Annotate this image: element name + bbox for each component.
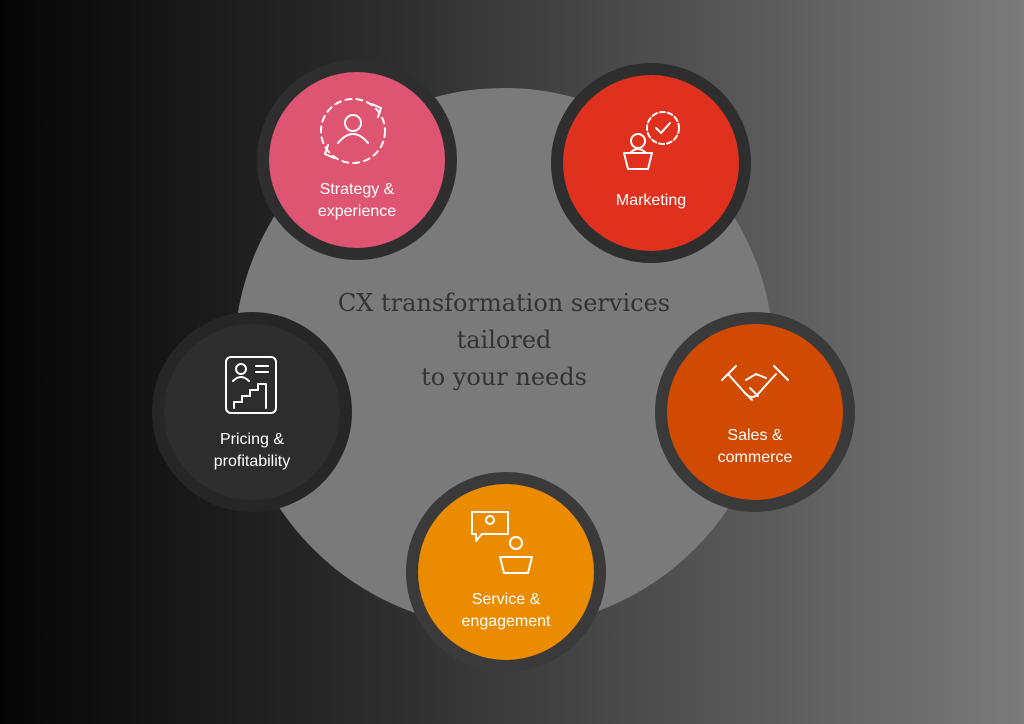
center-title: CX transformation services tailored to y… <box>338 289 670 391</box>
sales-circle <box>667 324 843 500</box>
profile-chart-icon <box>225 356 277 414</box>
service-label-1: Service & <box>472 591 541 608</box>
center-title-line-1: CX transformation services <box>338 289 670 317</box>
handshake-icon <box>721 365 789 401</box>
presenter-chat-icon <box>471 511 533 574</box>
sales-label-2: commerce <box>718 449 793 466</box>
center-title-line-2: tailored <box>457 326 552 354</box>
service-service-engagement: Service & engagement <box>406 472 606 672</box>
person-cycle-icon <box>320 98 386 164</box>
strategy-circle <box>269 72 445 248</box>
marketing-label: Marketing <box>616 192 686 209</box>
strategy-label-1: Strategy & <box>320 181 395 198</box>
pricing-label-1: Pricing & <box>220 431 284 448</box>
pricing-label-2: profitability <box>214 453 290 470</box>
presenter-gear-check-icon <box>623 111 680 170</box>
service-strategy-experience: Strategy & experience <box>257 60 457 260</box>
service-pricing-profitability: Pricing & profitability <box>152 312 352 512</box>
service-sales-commerce: Sales & commerce <box>655 312 855 512</box>
service-label-2: engagement <box>462 613 552 630</box>
strategy-label-2: experience <box>318 203 396 220</box>
service-marketing: Marketing <box>551 63 751 263</box>
sales-label-1: Sales & <box>727 427 782 444</box>
center-title-line-3: to your needs <box>421 363 587 391</box>
marketing-circle <box>563 75 739 251</box>
